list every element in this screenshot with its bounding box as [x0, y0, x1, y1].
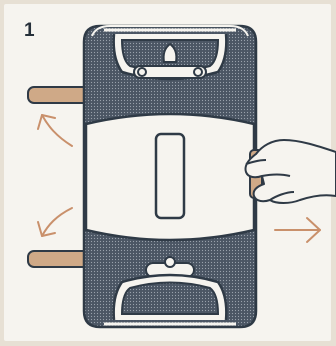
lower-handle-tube [28, 251, 92, 267]
top-carry-handle [104, 30, 236, 79]
hand-icon [245, 140, 336, 203]
arrow-down-left-icon [38, 208, 72, 236]
upper-handle-tube [28, 87, 92, 103]
left-handle-tubes [28, 87, 92, 267]
arrow-up-left-icon [38, 115, 72, 146]
arrow-right-icon [275, 218, 320, 242]
